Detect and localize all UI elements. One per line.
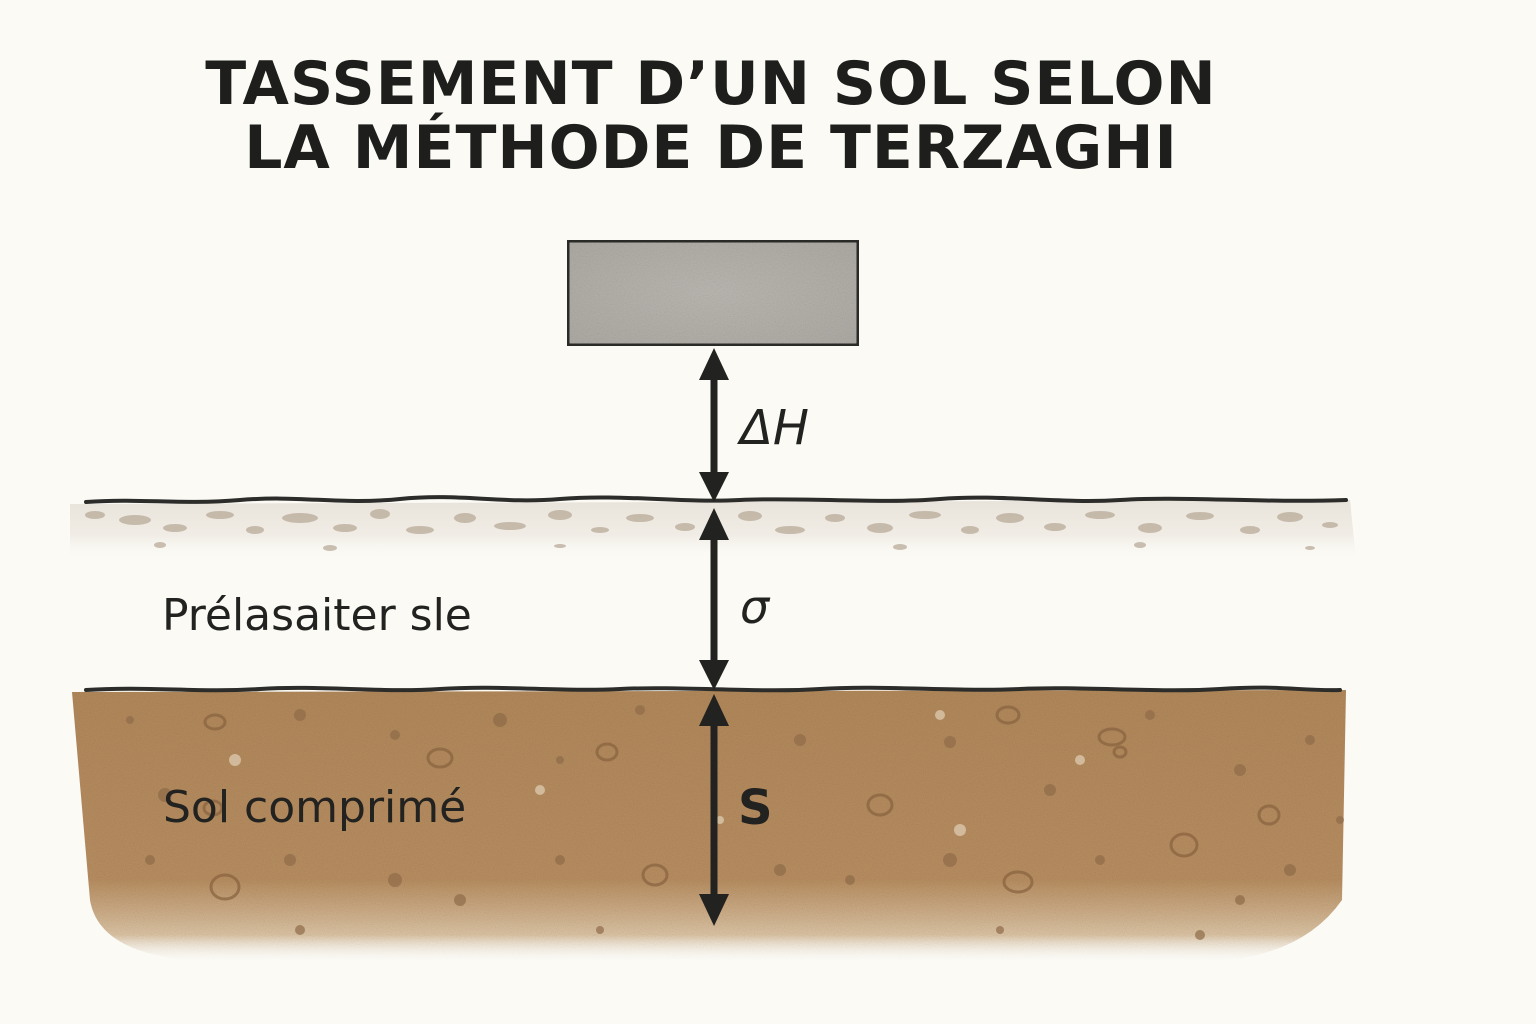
s-symbol: S <box>738 780 773 836</box>
compressed-soil-layer <box>72 685 1346 962</box>
title-line-2: LA MÉTHODE DE TERZAGHI <box>244 113 1178 183</box>
sigma-symbol: σ <box>740 580 770 634</box>
sigma-arrow <box>699 508 729 690</box>
dimension-arrows <box>699 348 729 926</box>
title-line-1: TASSEMENT D’UN SOL SELON <box>205 49 1217 119</box>
s-arrow <box>699 694 729 926</box>
intermediate-layer-label: Prélasaiter sle <box>162 590 472 641</box>
delta-h-symbol: ΔH <box>740 400 809 456</box>
diagram-title: TASSEMENT D’UN SOL SELON LA MÉTHODE DE T… <box>0 52 1422 180</box>
compressed-soil-label: Sol comprimé <box>163 782 467 833</box>
load-block <box>564 237 862 349</box>
delta-h-arrow <box>699 348 729 502</box>
